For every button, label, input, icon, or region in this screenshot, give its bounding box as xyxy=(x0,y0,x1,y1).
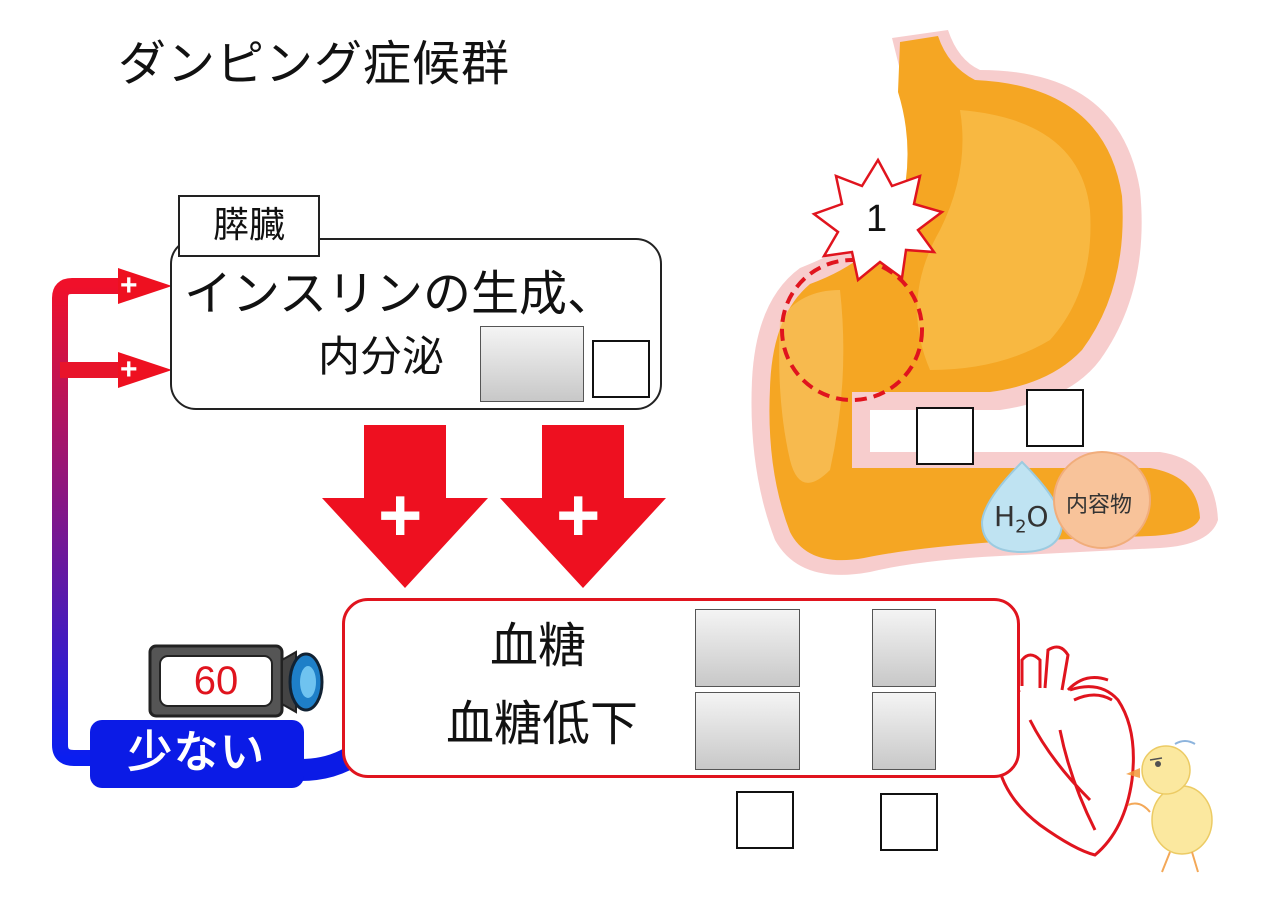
plus-arrow-head-2 xyxy=(118,352,172,388)
big-down-arrow-2 xyxy=(500,425,666,588)
glucose-blank-box-2[interactable] xyxy=(880,793,938,851)
sensor-camera xyxy=(148,644,324,718)
stomach-blank-box-2[interactable] xyxy=(1026,389,1084,447)
plus-sign-2: + xyxy=(120,353,138,386)
water-label: H2O xyxy=(994,500,1049,538)
chick-illustration xyxy=(1126,740,1213,873)
hypoglycemia-label: 血糖低下 xyxy=(446,696,639,752)
blood-glucose-label: 血糖 xyxy=(490,618,587,674)
glucose-answer-box-3[interactable] xyxy=(872,609,936,687)
stomach-blank-box-1[interactable] xyxy=(916,407,974,465)
sensor-value: 60 xyxy=(193,659,239,703)
pancreas-blank-box[interactable] xyxy=(592,340,650,398)
burst-number: 1 xyxy=(866,198,888,240)
low-status-badge: 少ない xyxy=(90,720,304,788)
feedback-loop-line xyxy=(52,278,128,766)
target-circle xyxy=(780,258,924,402)
plus-sign-1: + xyxy=(120,269,138,302)
pancreas-answer-box[interactable] xyxy=(480,326,584,402)
pancreas-box xyxy=(170,238,662,410)
big-plus-sign-2: + xyxy=(556,473,601,558)
glucose-answer-box-1[interactable] xyxy=(695,609,800,687)
big-plus-sign-1: + xyxy=(378,473,423,558)
big-down-arrow-1 xyxy=(322,425,488,588)
glucose-answer-box-2[interactable] xyxy=(695,692,800,770)
plus-arrow-head-1 xyxy=(118,268,172,304)
page-title: ダンピング症候群 xyxy=(118,36,511,92)
contents-label: 内容物 xyxy=(1066,493,1133,518)
pancreas-function-text: インスリンの生成、 xyxy=(184,266,616,322)
burst-marker xyxy=(811,157,945,283)
stomach-illustration xyxy=(751,30,1218,575)
pancreas-secretion-text: 内分泌 xyxy=(318,332,445,381)
pancreas-tag: 膵臓 xyxy=(178,195,320,257)
glucose-answer-box-4[interactable] xyxy=(872,692,936,770)
contents-circle xyxy=(1053,451,1151,549)
glucose-blank-box-1[interactable] xyxy=(736,791,794,849)
